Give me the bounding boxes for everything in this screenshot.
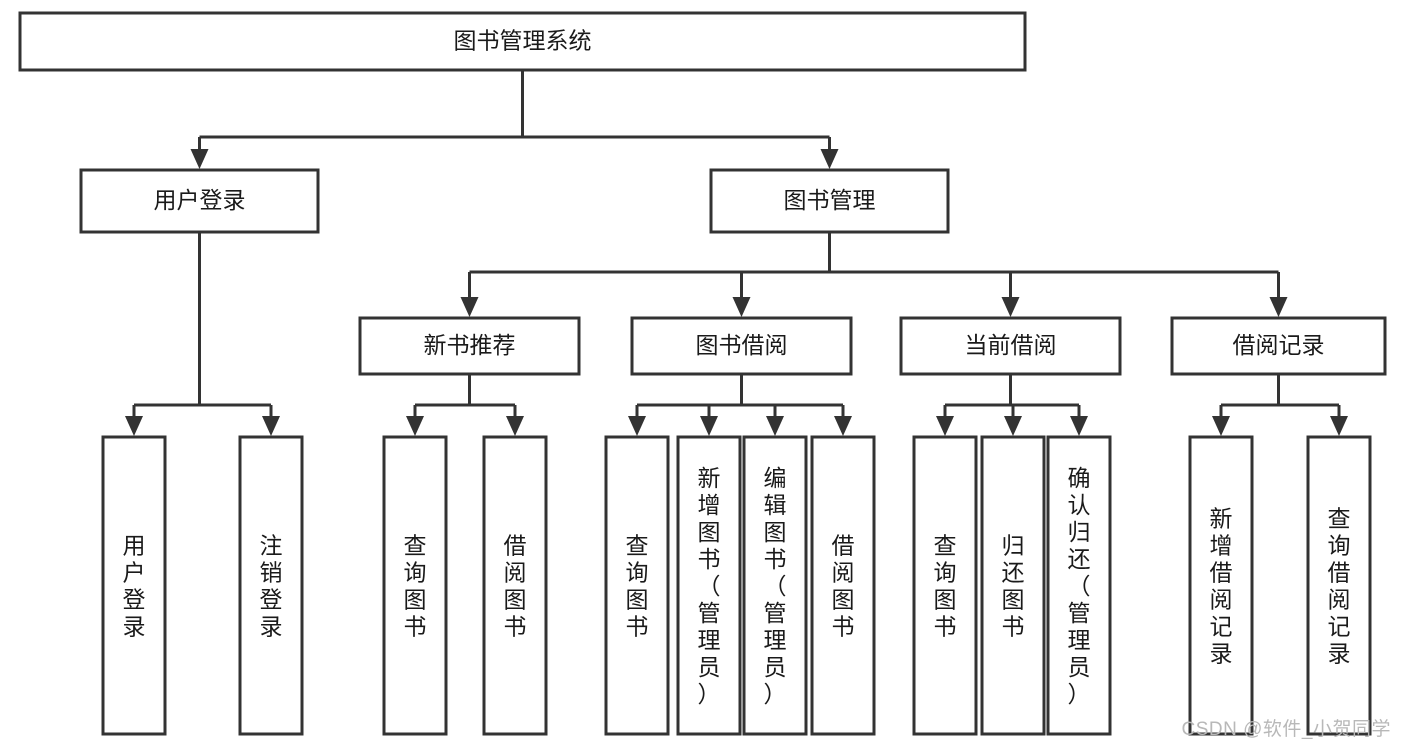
- node-label: 归还图书: [1002, 533, 1025, 640]
- node-label: 新增图书（管理员）: [698, 465, 721, 707]
- node-label: 查询图书: [934, 533, 957, 640]
- arrow-head-icon: [766, 416, 784, 436]
- arrow-head-icon: [125, 416, 143, 436]
- watermark-label: CSDN @软件_小贺同学: [1181, 719, 1391, 740]
- node-leaf-edit-book[interactable]: 编辑图书（管理员）: [742, 435, 808, 736]
- node-label: 新增借阅记录: [1210, 506, 1233, 667]
- arrow-head-icon: [732, 297, 751, 317]
- node-root-图书管理系统[interactable]: 图书管理系统: [18, 11, 1027, 72]
- node-leaf-return-book[interactable]: 归还图书: [980, 435, 1046, 736]
- node-borrow-record[interactable]: 借阅记录: [1170, 316, 1387, 376]
- node-label: 新书推荐: [424, 332, 516, 358]
- arrow-head-icon: [1212, 416, 1230, 436]
- node-label: 确认归还（管理员）: [1068, 465, 1091, 707]
- node-leaf-query-book[interactable]: 查询图书: [604, 435, 670, 736]
- node-current-borrow[interactable]: 当前借阅: [899, 316, 1122, 376]
- node-leaf-query-book-rec[interactable]: 查询图书: [382, 435, 448, 736]
- node-layer: 图书管理系统用户登录图书管理新书推荐图书借阅当前借阅借阅记录用户登录注销登录查询…: [18, 11, 1387, 736]
- node-leaf-add-book[interactable]: 新增图书（管理员）: [676, 435, 742, 736]
- connector-layer: [125, 70, 1348, 436]
- node-leaf-borrow-book[interactable]: 借阅图书: [810, 435, 876, 736]
- node-label: 图书借阅: [696, 332, 788, 358]
- arrow-head-icon: [1004, 416, 1022, 436]
- arrow-head-icon: [190, 149, 209, 169]
- node-label: 用户登录: [154, 187, 246, 213]
- arrow-head-icon: [820, 149, 839, 169]
- arrow-head-icon: [1269, 297, 1288, 317]
- node-label: 图书管理: [784, 187, 876, 213]
- arrow-head-icon: [834, 416, 852, 436]
- node-leaf-add-record[interactable]: 新增借阅记录: [1188, 435, 1254, 736]
- node-label: 注销登录: [260, 533, 283, 640]
- node-leaf-borrow-book-rec[interactable]: 借阅图书: [482, 435, 548, 736]
- arrow-head-icon: [262, 416, 280, 436]
- node-label: 查询借阅记录: [1328, 506, 1351, 667]
- node-label: 借阅图书: [504, 533, 527, 640]
- node-label: 借阅记录: [1233, 332, 1325, 358]
- node-book-borrow[interactable]: 图书借阅: [630, 316, 853, 376]
- node-label: 编辑图书（管理员）: [764, 465, 787, 707]
- arrow-head-icon: [460, 297, 479, 317]
- node-label: 当前借阅: [965, 332, 1057, 358]
- node-leaf-user-login[interactable]: 用户登录: [101, 435, 167, 736]
- node-label: 用户登录: [123, 533, 146, 640]
- node-leaf-query-book-cur[interactable]: 查询图书: [912, 435, 978, 736]
- node-leaf-query-record[interactable]: 查询借阅记录: [1306, 435, 1372, 736]
- arrow-head-icon: [700, 416, 718, 436]
- arrow-head-icon: [1001, 297, 1020, 317]
- node-label: 查询图书: [404, 533, 427, 640]
- arrow-head-icon: [1070, 416, 1088, 436]
- node-leaf-logout[interactable]: 注销登录: [238, 435, 304, 736]
- node-label: 查询图书: [626, 533, 649, 640]
- arrow-head-icon: [936, 416, 954, 436]
- arrow-head-icon: [406, 416, 424, 436]
- node-new-book-rec[interactable]: 新书推荐: [358, 316, 581, 376]
- arrow-head-icon: [506, 416, 524, 436]
- node-leaf-confirm-return[interactable]: 确认归还（管理员）: [1046, 435, 1112, 736]
- arrow-head-icon: [628, 416, 646, 436]
- arrow-head-icon: [1330, 416, 1348, 436]
- node-user-login[interactable]: 用户登录: [79, 168, 320, 234]
- node-book-manage[interactable]: 图书管理: [709, 168, 950, 234]
- node-label: 借阅图书: [832, 533, 855, 640]
- node-label: 图书管理系统: [454, 28, 592, 54]
